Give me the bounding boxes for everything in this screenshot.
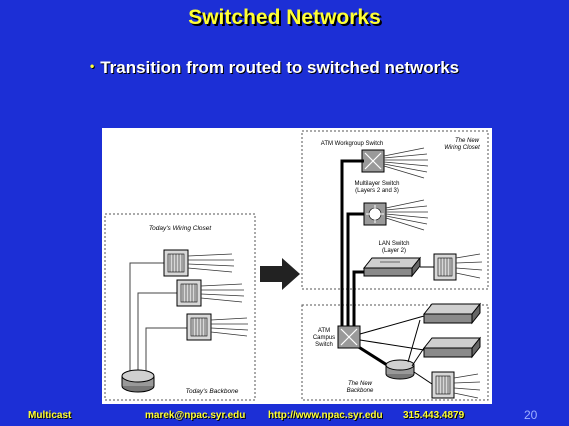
lan-switch-icon	[362, 256, 422, 278]
bullet-item: • Transition from routed to switched netw…	[90, 58, 459, 78]
atm-campus-switch-label-2: Campus	[313, 335, 335, 341]
slide-title: Switched Networks	[188, 6, 381, 29]
atm-campus-switch-label-3: Switch	[315, 342, 333, 348]
multilayer-switch-icon	[363, 202, 387, 226]
footer-email[interactable]: marek@npac.syr.edu	[145, 410, 246, 421]
multilayer-switch-label-2: (Layers 2 and 3)	[355, 188, 399, 194]
atm-workgroup-switch-icon	[361, 149, 385, 173]
bullet-text: Transition from routed to switched netwo…	[100, 58, 460, 77]
atm-workgroup-switch-label: ATM Workgroup Switch	[321, 141, 383, 147]
atm-campus-switch-icon	[337, 325, 361, 349]
todays-wiring-closet-label: Today's Wiring Closet	[149, 225, 213, 232]
todays-backbone-label: Today's Backbone	[186, 388, 239, 395]
switch-icon	[422, 336, 482, 359]
footer-phone: 315.443.4879	[403, 410, 465, 421]
new-wiring-closet-panel	[301, 130, 489, 290]
new-backbone-label-1: The New	[348, 381, 373, 387]
footer-label: Multicast	[28, 410, 72, 421]
lan-switch-label-2: (Layer 2)	[382, 248, 406, 254]
atm-campus-switch-label-1: ATM	[318, 328, 330, 334]
new-wiring-closet-label-1: The New	[455, 138, 480, 144]
multilayer-switch-label-1: Multilayer Switch	[354, 181, 399, 187]
new-backbone-label-2: Backbone	[347, 388, 374, 394]
router-icon	[385, 359, 415, 380]
new-wiring-closet-label-2: Wiring Closet	[444, 145, 480, 151]
bullet-icon: •	[90, 59, 95, 73]
footer-url[interactable]: http://www.npac.syr.edu	[268, 410, 383, 421]
transition-arrow-icon	[260, 258, 300, 290]
hub-icon	[433, 253, 457, 281]
lan-switch-label-1: LAN Switch	[378, 241, 409, 247]
hub-icon	[186, 313, 212, 341]
switch-icon	[422, 302, 482, 325]
hub-icon	[163, 249, 189, 277]
hub-icon	[176, 279, 202, 307]
new-backbone-panel	[301, 304, 489, 401]
hub-icon	[431, 371, 455, 399]
router-icon	[121, 369, 155, 393]
page-number: 20	[524, 408, 538, 422]
network-diagram: Today's Wiring Closet	[102, 128, 492, 404]
